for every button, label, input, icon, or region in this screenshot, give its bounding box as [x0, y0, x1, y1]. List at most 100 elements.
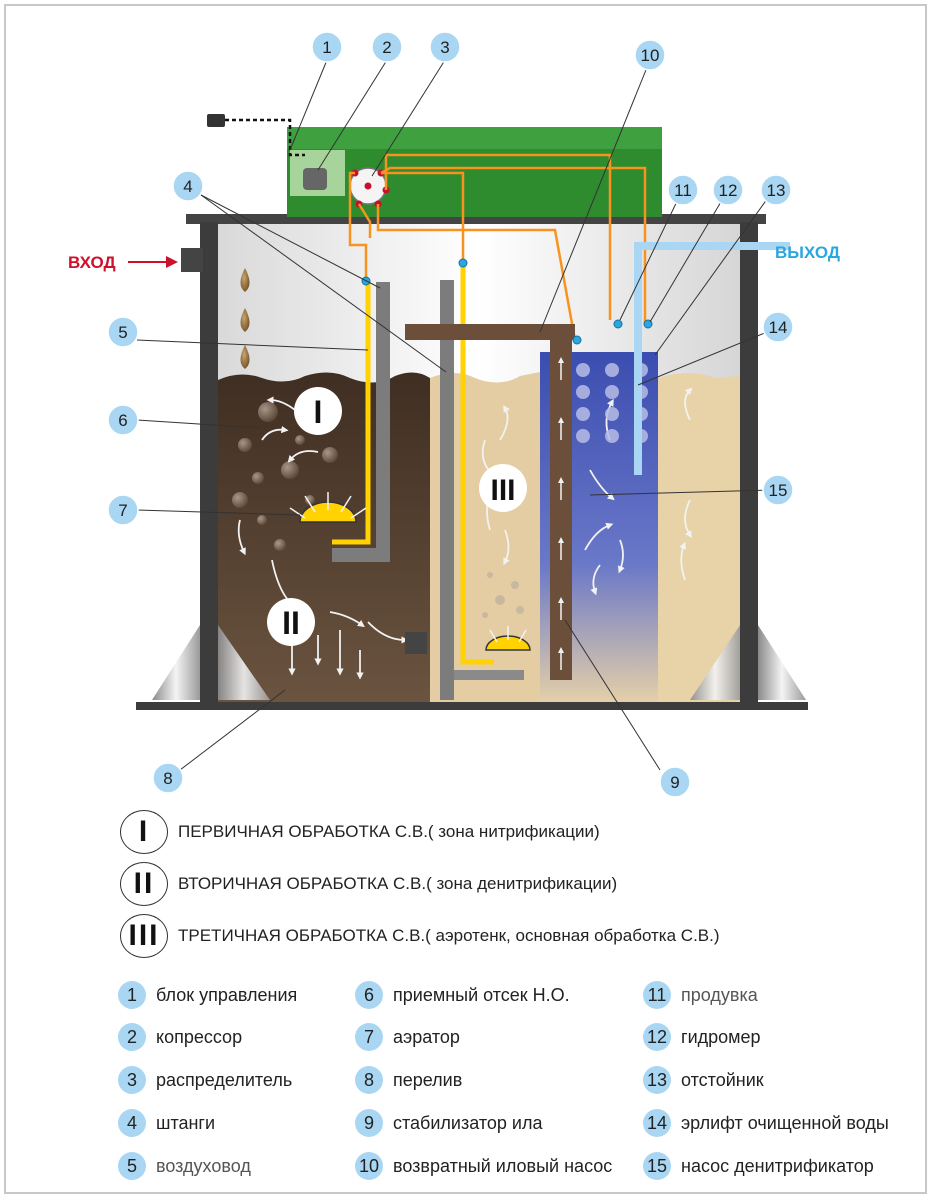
aerotank-liquid	[430, 372, 540, 706]
callout-6: 6	[107, 404, 139, 436]
connection-points	[361, 258, 653, 345]
legend-text-14: эрлифт очищенной воды	[681, 1112, 889, 1133]
legend-num-8: 8	[355, 1066, 383, 1094]
rod-1	[376, 282, 390, 562]
callout-1: 1	[311, 31, 343, 63]
aerator-aerotank	[485, 626, 531, 651]
callout-10: 10	[634, 39, 666, 71]
left-support-inner	[218, 625, 270, 700]
callout-15: 15	[762, 474, 794, 506]
legend-text-12: гидромер	[681, 1026, 761, 1047]
callout-13-text: 13	[767, 181, 786, 200]
legend-num-7: 7	[355, 1023, 383, 1051]
legend-num-5: 5	[118, 1152, 146, 1180]
zone-legend-1-numeral: I	[120, 810, 168, 854]
callout-4-text: 4	[183, 177, 192, 196]
legend-item-7: 7 аэратор	[355, 1022, 460, 1052]
legend-num-1: 1	[118, 981, 146, 1009]
legend-text-2: копрессор	[156, 1026, 243, 1047]
callout-2: 2	[371, 31, 403, 63]
rod-2	[440, 280, 454, 700]
inlet-pipe	[181, 248, 203, 272]
legend-item-6: 6 приемный отсек Н.О.	[355, 980, 570, 1010]
sludge-stabilizer-pipe	[550, 324, 572, 680]
zone-badge-2-text: II	[282, 605, 300, 641]
legend-num-6: 6	[355, 981, 383, 1009]
zone-badge-3-text: III	[490, 474, 515, 507]
legend-num-12: 12	[643, 1023, 671, 1051]
legend-item-10: 10 возвратный иловый насос	[355, 1151, 612, 1181]
callout-3: 3	[429, 31, 461, 63]
right-support-inner	[690, 625, 740, 700]
callout-5: 5	[107, 316, 139, 348]
left-support	[152, 625, 200, 700]
compressor-icon	[303, 168, 327, 190]
legend-item-9: 9 стабилизатор ила	[355, 1108, 542, 1138]
zone-legend-2-numeral: II	[120, 862, 168, 906]
tank-base	[136, 702, 808, 710]
flow-arrows	[237, 387, 693, 680]
legend-num-14: 14	[643, 1109, 671, 1137]
callout-10-text: 10	[641, 46, 660, 65]
legend-text-3: распределитель	[156, 1069, 293, 1090]
power-cord	[225, 118, 305, 157]
right-support	[758, 625, 806, 700]
legend-num-15: 15	[643, 1152, 671, 1180]
tank-right-wall	[740, 222, 758, 706]
outlet-label: ВЫХОД	[775, 243, 840, 262]
legend-num-9: 9	[355, 1109, 383, 1137]
callout-8-text: 8	[163, 769, 172, 788]
legend-item-11: 11 продувка	[643, 980, 758, 1010]
legend-text-1: блок управления	[156, 984, 298, 1005]
power-plug-icon	[207, 114, 225, 127]
legend-item-1: 1 блок управления	[118, 980, 297, 1010]
legend-text-7: аэратор	[393, 1026, 460, 1047]
legend-num-13: 13	[643, 1066, 671, 1094]
legend-text-5: воздуховод	[156, 1155, 251, 1176]
legend-text-4: штанги	[156, 1112, 216, 1133]
legend-item-4: 4 штанги	[118, 1108, 215, 1138]
zone-legend-2: II ВТОРИЧНАЯ ОБРАБОТКА С.В.( зона денитр…	[120, 862, 617, 906]
inlet-label: ВХОД	[68, 253, 116, 272]
legend-num-2: 2	[118, 1023, 146, 1051]
legend-text-10: возвратный иловый насос	[393, 1155, 613, 1176]
zone-badge-3: III	[479, 464, 527, 512]
callout-9: 9	[659, 766, 691, 798]
rod-2-foot	[454, 670, 524, 680]
callout-7-text: 7	[118, 501, 127, 520]
callout-1-text: 1	[322, 38, 331, 57]
legend-text-6: приемный отсек Н.О.	[393, 984, 570, 1005]
callout-11-text: 11	[674, 181, 692, 200]
callout-11: 11	[667, 174, 699, 206]
legend-item-14: 14 эрлифт очищенной воды	[643, 1108, 889, 1138]
legend-item-5: 5 воздуховод	[118, 1151, 251, 1181]
legend-item-12: 12 гидромер	[643, 1022, 761, 1052]
aerator-primary	[289, 492, 367, 523]
leader-lines	[136, 59, 773, 771]
legend-num-4: 4	[118, 1109, 146, 1137]
page-frame	[4, 4, 927, 1194]
legend-text-11: продувка	[681, 984, 758, 1005]
callout-7: 7	[107, 494, 139, 526]
legend-num-11: 11	[643, 981, 671, 1009]
control-box-lid	[287, 127, 662, 149]
callout-6-text: 6	[118, 411, 127, 430]
callout-8: 8	[152, 762, 184, 794]
legend-num-10: 10	[355, 1152, 383, 1180]
legend-item-3: 3 распределитель	[118, 1065, 292, 1095]
aerotank-bubbles	[482, 572, 524, 618]
legend-text-13: отстойник	[681, 1069, 764, 1090]
callout-14: 14	[762, 311, 794, 343]
air-duct-aerotank	[460, 265, 494, 665]
callout-3-text: 3	[440, 38, 449, 57]
tank-lid	[186, 214, 766, 224]
return-pump-header	[405, 324, 575, 340]
callout-2-text: 2	[382, 38, 391, 57]
inlet-drops	[240, 268, 250, 369]
overflow-box	[405, 632, 427, 654]
callout-12: 12	[712, 174, 744, 206]
zone-legend-1-text: ПЕРВИЧНАЯ ОБРАБОТКА С.В.( зона нитрифика…	[178, 822, 600, 841]
legend-item-2: 2 копрессор	[118, 1022, 242, 1052]
